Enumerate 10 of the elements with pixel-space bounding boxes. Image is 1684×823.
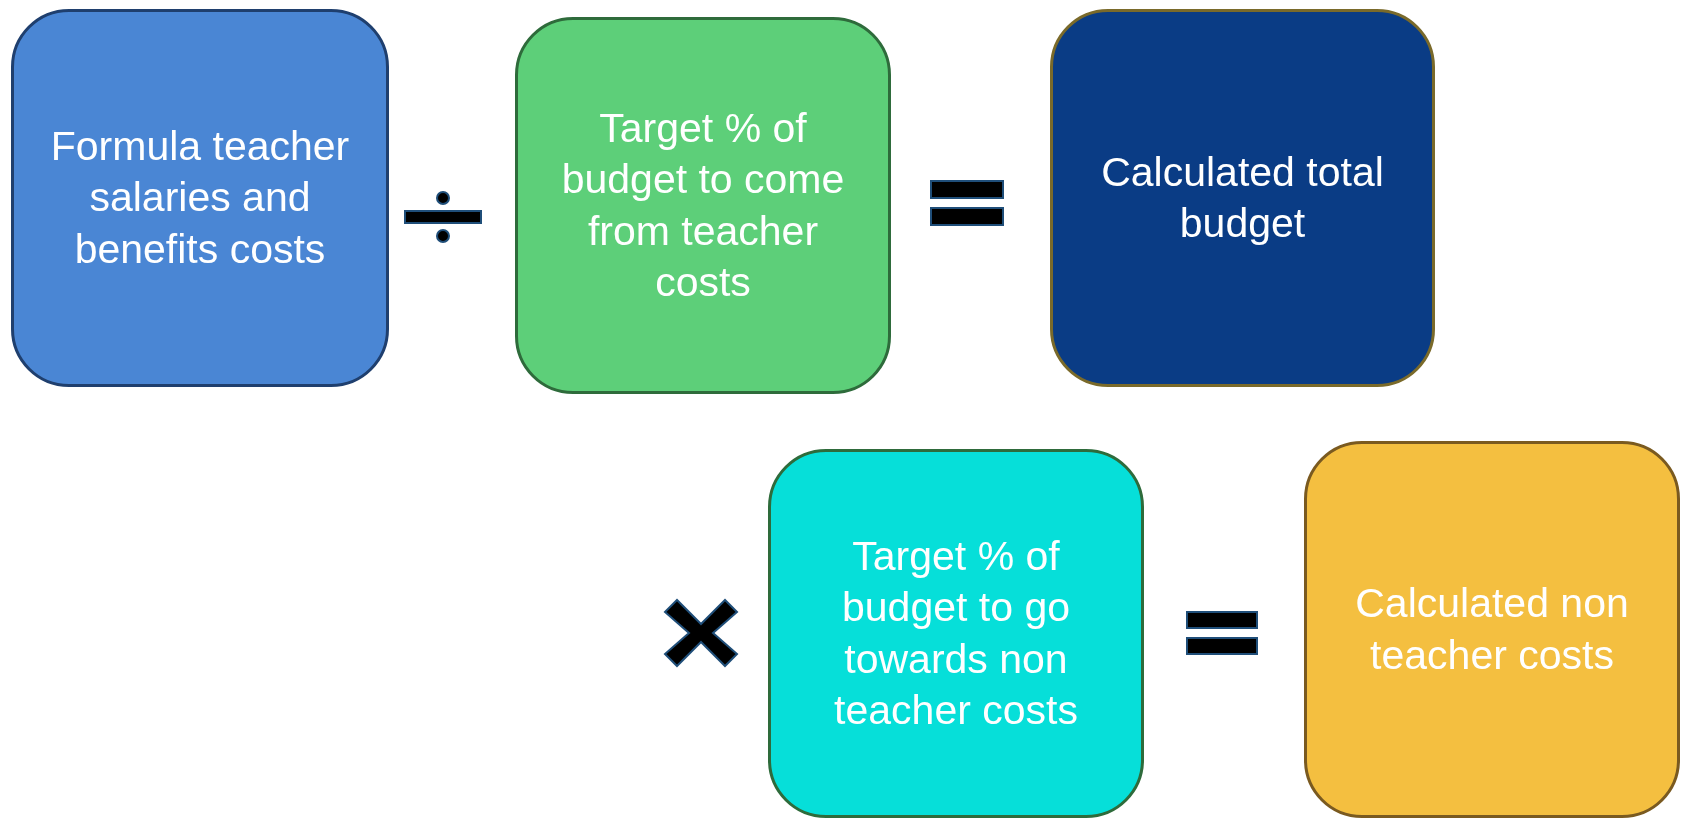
box-text: Target % of budget to go towards non teacher costs — [833, 532, 1079, 735]
rounded-box — [768, 449, 1144, 818]
rounded-box — [11, 9, 389, 387]
box-text: Formula teacher salaries and benefits costs — [49, 122, 351, 274]
box-text: Calculated non teacher costs — [1354, 579, 1630, 680]
rounded-box — [1050, 9, 1435, 387]
box-text: Target % of budget to come from teacher costs — [560, 104, 846, 307]
rounded-box — [1304, 441, 1680, 818]
rounded-box — [515, 17, 891, 394]
box-text: Calculated total budget — [1100, 147, 1385, 248]
